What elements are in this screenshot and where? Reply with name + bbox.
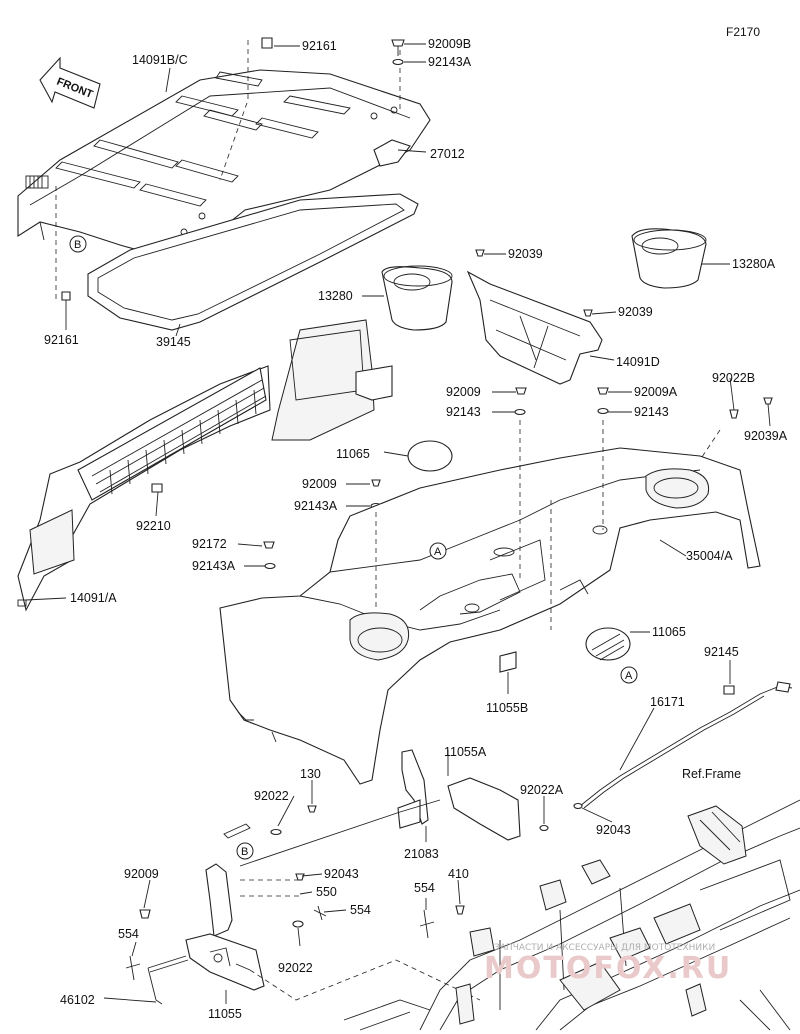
- bracket-27012: [373, 139, 411, 167]
- label-92210: 92210: [136, 519, 171, 533]
- part-labels: 92161 14091B/C 92009B 92143A 27012 92161…: [44, 37, 788, 1021]
- label-92009A: 92009A: [634, 385, 678, 399]
- watermark-line2: MOTOFOX.RU: [484, 951, 732, 986]
- label-92143A: 92143A: [428, 55, 472, 69]
- label-14091BC: 14091B/C: [132, 53, 188, 67]
- label-92143A: 92143A: [192, 559, 236, 573]
- label-46102: 46102: [60, 993, 95, 1007]
- rear-body-panel: [219, 447, 761, 785]
- bolt-92009B-icon: [391, 39, 405, 56]
- label-92009: 92009: [124, 867, 159, 881]
- label-92009: 92009: [302, 477, 337, 491]
- leader-lines: [25, 43, 771, 1004]
- rod-46102: [147, 955, 189, 1005]
- label-14091A: 14091/A: [70, 591, 117, 605]
- clip-92210-icon: [151, 483, 163, 493]
- svg-text:B: B: [74, 239, 81, 251]
- label-554: 554: [414, 881, 435, 895]
- label-14091D: 14091D: [616, 355, 660, 369]
- label-554: 554: [350, 903, 371, 917]
- label-11055: 11055: [208, 1007, 242, 1021]
- label-92022: 92022: [278, 961, 313, 975]
- label-13280: 13280: [318, 289, 353, 303]
- roof-panel: [17, 69, 431, 263]
- clip-92161-left-icon: [61, 291, 71, 301]
- label-554: 554: [118, 927, 139, 941]
- label-550: 550: [316, 885, 337, 899]
- label-92039: 92039: [508, 247, 543, 261]
- label-11055A: 11055A: [444, 745, 487, 759]
- label-92172: 92172: [192, 537, 227, 551]
- bracket-11055: [185, 863, 265, 991]
- vehicle-frame: [343, 799, 800, 1031]
- label-11065: 11065: [652, 625, 686, 639]
- roof-seal: [87, 193, 419, 331]
- clip-92161-top-icon: [261, 37, 273, 49]
- svg-text:B: B: [241, 846, 248, 858]
- label-92009: 92009: [446, 385, 481, 399]
- label-92043: 92043: [324, 867, 359, 881]
- callout-a1: A: [429, 542, 447, 560]
- label-92143A: 92143A: [294, 499, 338, 513]
- callout-b2: B: [236, 842, 254, 860]
- label-11065: 11065: [336, 447, 370, 461]
- label-92039A: 92039A: [744, 429, 788, 443]
- cupholder-13280A: [631, 228, 707, 289]
- label-92009B: 92009B: [428, 37, 471, 51]
- fastener-set-low: [125, 802, 583, 981]
- front-arrow-icon: FRONT: [39, 56, 101, 109]
- front-grille-panel: [17, 319, 393, 612]
- label-27012: 27012: [430, 147, 465, 161]
- svg-text:A: A: [434, 546, 442, 558]
- rod-16171: [579, 681, 793, 809]
- bracket-14091D: [466, 270, 603, 385]
- label-11055B: 11055B: [486, 701, 528, 715]
- cover-11065-low: [585, 627, 631, 661]
- callout-a2: A: [620, 666, 638, 684]
- label-410: 410: [448, 867, 469, 881]
- label-92143: 92143: [634, 405, 669, 419]
- bracket-11055A: [447, 777, 521, 841]
- label-92039: 92039: [618, 305, 653, 319]
- label-92143: 92143: [446, 405, 481, 419]
- label-92022: 92022: [254, 789, 289, 803]
- ref-frame-label: Ref.Frame: [682, 767, 741, 781]
- callout-b1: B: [69, 235, 87, 253]
- washer-92143A-icon: [392, 58, 404, 66]
- cupholder-13280: [381, 265, 453, 331]
- label-13280A: 13280A: [732, 257, 776, 271]
- label-92022A: 92022A: [520, 783, 564, 797]
- label-21083: 21083: [404, 847, 439, 861]
- svg-text:A: A: [625, 670, 633, 682]
- label-35004A: 35004/A: [686, 549, 733, 563]
- label-92161: 92161: [44, 333, 79, 347]
- cover-11065-top: [407, 440, 453, 472]
- bracket-11055B: [499, 651, 517, 673]
- label-16171: 16171: [650, 695, 685, 709]
- label-92161: 92161: [302, 39, 337, 53]
- label-130: 130: [300, 767, 321, 781]
- label-39145: 39145: [156, 335, 191, 349]
- watermark-line1: ЗАПЧАСТИ И АКСЕССУАРЫ ДЛЯ МОТОТЕХНИКИ: [494, 943, 715, 953]
- label-92145: 92145: [704, 645, 739, 659]
- label-92043: 92043: [596, 823, 631, 837]
- label-92022B: 92022B: [712, 371, 755, 385]
- figure-id: F2170: [726, 25, 760, 39]
